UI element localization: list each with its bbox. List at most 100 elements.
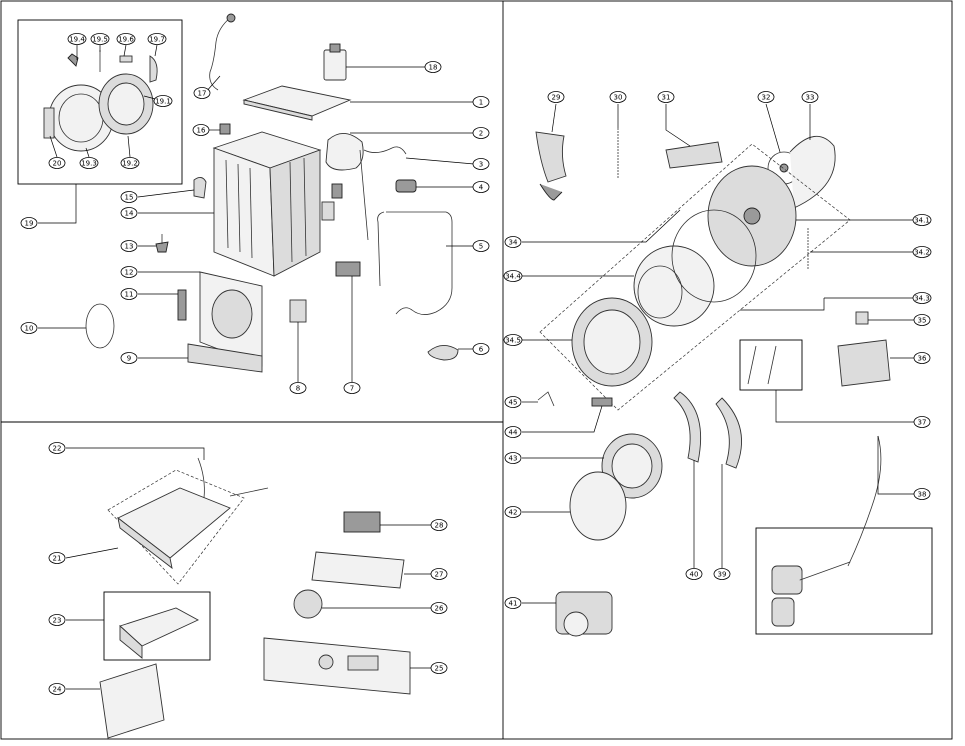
callout-number: 22 bbox=[53, 445, 62, 453]
door-detail-frame bbox=[17, 19, 183, 185]
callout-oval bbox=[472, 96, 490, 108]
callout-19-6: 19.6 bbox=[116, 33, 136, 45]
callout-7: 7 bbox=[343, 382, 361, 394]
rear-tub-bearing bbox=[743, 207, 761, 225]
outer-door-glass bbox=[569, 471, 627, 541]
callout-19-1: 19.1 bbox=[153, 95, 173, 107]
callout-32: 32 bbox=[757, 91, 775, 103]
callout-number: 3 bbox=[479, 161, 483, 169]
drain-trap bbox=[771, 565, 803, 595]
callout-38: 38 bbox=[913, 488, 931, 500]
labels: 1234567891011121314151617181920212223242… bbox=[20, 33, 932, 695]
callout-number: 14 bbox=[125, 210, 134, 218]
noise-filter bbox=[323, 49, 347, 81]
callout-number: 19 bbox=[25, 220, 34, 228]
callout-number: 2 bbox=[479, 130, 483, 138]
callout-number: 17 bbox=[198, 90, 207, 98]
callout-oval bbox=[90, 33, 110, 45]
callout-number: 19.4 bbox=[69, 36, 85, 44]
callout-10: 10 bbox=[20, 322, 38, 334]
front-panel-porthole bbox=[211, 289, 253, 339]
callout-oval bbox=[120, 240, 138, 252]
callout-oval bbox=[67, 33, 87, 45]
callout-number: 24 bbox=[53, 686, 62, 694]
callout-oval bbox=[430, 519, 448, 531]
callout-6: 6 bbox=[472, 343, 490, 355]
callout-oval bbox=[147, 33, 167, 45]
cabinet-right-side bbox=[269, 149, 321, 277]
cabinet-rib bbox=[225, 159, 229, 249]
top-panel bbox=[242, 85, 352, 117]
callout-number: 21 bbox=[53, 555, 62, 563]
control-panel bbox=[263, 637, 411, 695]
detergent-drawer-front bbox=[119, 624, 143, 659]
callout-34-5: 34.5 bbox=[503, 334, 523, 346]
counterweight-left bbox=[673, 391, 702, 463]
callout-19-3: 19.3 bbox=[79, 157, 99, 169]
callout-oval bbox=[801, 91, 819, 103]
callout-12: 12 bbox=[120, 266, 138, 278]
dispenser-hose-2 bbox=[229, 487, 269, 497]
door-handle-clip bbox=[119, 55, 133, 63]
callout-23: 23 bbox=[48, 614, 66, 626]
side-bracket bbox=[193, 177, 207, 199]
callout-number: 29 bbox=[552, 94, 561, 102]
callout-oval bbox=[504, 597, 522, 609]
drain-hose bbox=[377, 211, 453, 315]
hose-clamp bbox=[427, 345, 459, 361]
bellows-hose bbox=[535, 131, 567, 183]
noise-filter-terminal bbox=[329, 43, 341, 53]
dispenser-hose bbox=[197, 457, 205, 499]
callout-number: 19.2 bbox=[122, 160, 138, 168]
callout-oval bbox=[685, 568, 703, 580]
callout-26: 26 bbox=[430, 602, 448, 614]
callout-oval bbox=[116, 33, 136, 45]
callout-oval bbox=[424, 61, 442, 73]
callout-oval bbox=[504, 396, 522, 408]
cabinet-left-side bbox=[213, 147, 275, 277]
adjustable-foot bbox=[155, 241, 169, 253]
callout-number: 19.5 bbox=[92, 36, 108, 44]
callout-21: 21 bbox=[48, 552, 66, 564]
callout-number: 36 bbox=[918, 355, 927, 363]
callout-number: 20 bbox=[53, 160, 62, 168]
callout-number: 33 bbox=[806, 94, 815, 102]
callout-34-2: 34.2 bbox=[912, 246, 932, 258]
callout-number: 11 bbox=[125, 291, 134, 299]
damper bbox=[767, 345, 777, 385]
callout-27: 27 bbox=[430, 568, 448, 580]
callout-oval bbox=[713, 568, 731, 580]
callout-oval bbox=[472, 158, 490, 170]
callout-number: 45 bbox=[509, 399, 518, 407]
callout-30: 30 bbox=[609, 91, 627, 103]
callout-oval bbox=[48, 614, 66, 626]
wire-harness-lead bbox=[359, 149, 369, 241]
callout-number: 32 bbox=[762, 94, 771, 102]
harness-clip-2 bbox=[321, 201, 335, 221]
callout-oval bbox=[153, 95, 173, 107]
callout-40: 40 bbox=[685, 568, 703, 580]
callout-number: 13 bbox=[125, 243, 134, 251]
callout-19-2: 19.2 bbox=[120, 157, 140, 169]
callout-4: 4 bbox=[472, 181, 490, 193]
dispenser-group-outline bbox=[107, 469, 245, 585]
callout-5: 5 bbox=[472, 240, 490, 252]
callout-oval bbox=[430, 568, 448, 580]
callout-oval bbox=[120, 191, 138, 203]
callout-22: 22 bbox=[48, 442, 66, 454]
callout-14: 14 bbox=[120, 207, 138, 219]
callout-number: 19.6 bbox=[118, 36, 134, 44]
cabinet-parts bbox=[85, 13, 459, 373]
drawer-front-panel bbox=[99, 663, 165, 739]
callout-34: 34 bbox=[504, 236, 522, 248]
callout-oval bbox=[912, 214, 932, 226]
callout-29: 29 bbox=[547, 91, 565, 103]
callout-oval bbox=[289, 382, 307, 394]
callout-41: 41 bbox=[504, 597, 522, 609]
heater-sensor bbox=[855, 311, 869, 325]
drain-clip bbox=[537, 391, 555, 407]
tub-heater-plug bbox=[591, 397, 613, 407]
callout-19-7: 19.7 bbox=[147, 33, 167, 45]
callout-19: 19 bbox=[20, 217, 38, 229]
dispenser-housing bbox=[117, 487, 231, 559]
